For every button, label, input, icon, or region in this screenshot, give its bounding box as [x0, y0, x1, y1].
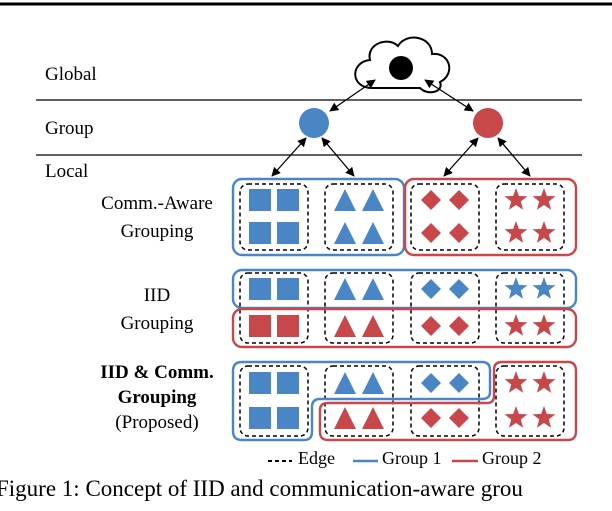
triangle-shape-proposed-top-e2-1: [362, 372, 384, 394]
row-label-iid-line1: IID: [143, 285, 171, 306]
star-shape-iid-red-e4-1: [532, 314, 556, 336]
square-shape-iid-blue-e1-0: [249, 278, 271, 300]
legend-group2-label: Group 2: [482, 448, 542, 468]
diamond-shape-comm-aware-e3-00: [421, 190, 441, 210]
row-label-proposed-line1: IID & Comm.: [100, 362, 214, 383]
group-node-blue: [299, 108, 329, 138]
diamond-shape-proposed-bottom-e3-1: [449, 408, 469, 428]
triangle-shape-iid-blue-e2-1: [362, 278, 384, 300]
star-shape-iid-blue-e4-0: [504, 277, 528, 299]
edge-box-comm-aware-4: [495, 183, 565, 251]
diamond-shape-comm-aware-e3-01: [449, 190, 469, 210]
square-shape-proposed-bottom-e1-1: [277, 407, 299, 429]
star-shape-comm-aware-e4-10: [504, 221, 528, 243]
star-shape-comm-aware-e4-11: [532, 221, 556, 243]
diamond-shape-proposed-top-e3-1: [449, 373, 469, 393]
triangle-shape-comm-aware-e2-10: [334, 222, 356, 244]
diamond-shape-proposed-top-e3-0: [421, 373, 441, 393]
star-shape-iid-blue-e4-1: [532, 277, 556, 299]
star-shape-comm-aware-e4-00: [504, 188, 528, 210]
legend-group1-label: Group 1: [382, 448, 442, 468]
iid-group2-outline: [231, 307, 578, 349]
legend-edge-label: Edge: [298, 448, 335, 468]
square-shape-iid-red-e1-1: [277, 315, 299, 337]
tier-label-group: Group: [45, 118, 94, 139]
diamond-shape-iid-red-e3-0: [421, 316, 441, 336]
row-label-comm-aware-line2: Grouping: [120, 221, 194, 242]
diamond-shape-iid-blue-e3-1: [449, 279, 469, 299]
diamond-shape-iid-red-e3-1: [449, 316, 469, 336]
star-shape-proposed-bottom-e4-0: [504, 406, 528, 428]
square-shape-proposed-top-e1-0: [249, 372, 271, 394]
square-shape-comm-aware-e1-10: [249, 222, 271, 244]
figure-caption: Figure 1: Concept of IID and communicati…: [0, 476, 523, 501]
diamond-shape-comm-aware-e3-10: [421, 223, 441, 243]
group-node-red: [473, 108, 503, 138]
square-shape-comm-aware-e1-11: [277, 222, 299, 244]
row-label-iid-line2: Grouping: [120, 313, 194, 334]
square-shape-proposed-top-e1-1: [277, 372, 299, 394]
triangle-shape-comm-aware-e2-01: [362, 189, 384, 211]
star-shape-comm-aware-e4-01: [532, 188, 556, 210]
edge-box-proposed-1: [239, 365, 309, 437]
tier-label-global: Global: [45, 64, 97, 85]
triangle-shape-proposed-top-e2-0: [334, 372, 356, 394]
triangle-shape-proposed-bottom-e2-1: [362, 407, 384, 429]
edge-box-proposed-2: [324, 365, 394, 437]
connection-arrows: [271, 79, 531, 177]
row-label-proposed-line3: (Proposed): [115, 412, 199, 433]
square-shape-iid-blue-e1-1: [277, 278, 299, 300]
triangle-shape-iid-red-e2-1: [362, 315, 384, 337]
triangle-shape-comm-aware-e2-00: [334, 189, 356, 211]
triangle-shape-comm-aware-e2-11: [362, 222, 384, 244]
square-shape-comm-aware-e1-01: [277, 189, 299, 211]
square-shape-comm-aware-e1-00: [249, 189, 271, 211]
triangle-shape-proposed-bottom-e2-0: [334, 407, 356, 429]
comm-aware-group2-outline: [403, 177, 578, 257]
star-shape-proposed-bottom-e4-1: [532, 406, 556, 428]
proposed-group2-outline: [318, 360, 578, 442]
diamond-shape-comm-aware-e3-11: [449, 223, 469, 243]
square-shape-proposed-bottom-e1-0: [249, 407, 271, 429]
edge-box-proposed-4: [495, 365, 565, 437]
star-shape-iid-red-e4-0: [504, 314, 528, 336]
group-outlines: [231, 177, 578, 442]
edge-box-comm-aware-2: [324, 183, 394, 251]
client-shapes: [249, 188, 556, 429]
edge-box-comm-aware-3: [410, 183, 480, 251]
edge-box-proposed-3: [410, 365, 480, 437]
triangle-shape-iid-blue-e2-0: [334, 278, 356, 300]
star-shape-proposed-top-e4-0: [504, 371, 528, 393]
row-label-proposed-line2: Grouping: [117, 387, 197, 408]
row-label-comm-aware-line1: Comm.-Aware: [101, 193, 213, 214]
diamond-shape-proposed-bottom-e3-0: [421, 408, 441, 428]
square-shape-iid-red-e1-0: [249, 315, 271, 337]
proposed-group1-outline: [231, 360, 492, 442]
triangle-shape-iid-red-e2-0: [334, 315, 356, 337]
star-shape-proposed-top-e4-1: [532, 371, 556, 393]
diamond-shape-iid-blue-e3-0: [421, 279, 441, 299]
tier-label-local: Local: [45, 161, 89, 182]
